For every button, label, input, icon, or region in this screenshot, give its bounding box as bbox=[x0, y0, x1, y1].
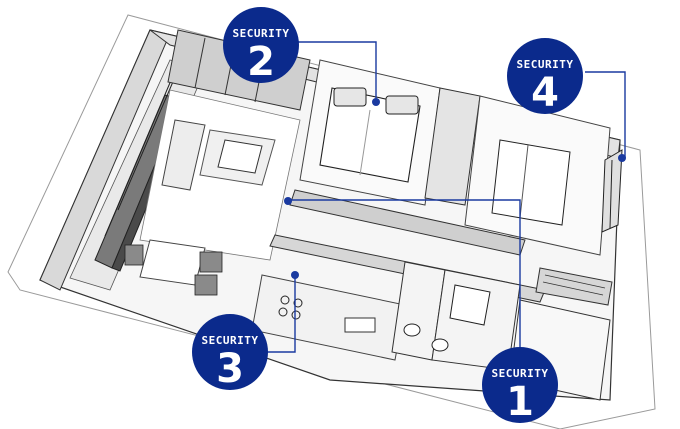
security-badge-3: SECURITY 3 bbox=[192, 314, 268, 392]
coffee-table bbox=[217, 139, 263, 174]
security-badge-4: SECURITY 4 bbox=[507, 38, 583, 116]
sensor-dot-icon bbox=[284, 98, 626, 279]
closet-bedroom-2 bbox=[424, 87, 481, 206]
single-bed bbox=[491, 139, 571, 226]
shower bbox=[449, 284, 491, 326]
badge-number: 4 bbox=[531, 70, 559, 116]
badge-circle bbox=[507, 38, 583, 114]
sofa bbox=[161, 119, 206, 191]
badge-circle bbox=[482, 347, 558, 423]
window-bedroom-4 bbox=[601, 149, 623, 233]
security-badge-1: SECURITY 1 bbox=[482, 347, 558, 425]
toilet-2 bbox=[431, 338, 449, 352]
badge-circle bbox=[223, 7, 299, 83]
dining-chairs bbox=[124, 244, 223, 296]
kitchen-sink bbox=[344, 317, 376, 333]
badge-number: 3 bbox=[216, 346, 244, 392]
badge-word: SECURITY bbox=[492, 367, 549, 380]
stove bbox=[278, 295, 303, 320]
badge-number: 2 bbox=[247, 39, 275, 85]
security-badge-2: SECURITY 2 bbox=[223, 7, 299, 85]
badge-number: 1 bbox=[506, 379, 534, 425]
badge-word: SECURITY bbox=[517, 58, 574, 71]
badge-circle bbox=[192, 314, 268, 390]
pillow-left bbox=[333, 87, 367, 107]
toilet-1 bbox=[403, 323, 421, 337]
pillow-right bbox=[385, 95, 419, 115]
badge-word: SECURITY bbox=[202, 334, 259, 347]
kitchen-counter bbox=[251, 274, 406, 361]
badge-word: SECURITY bbox=[233, 27, 290, 40]
